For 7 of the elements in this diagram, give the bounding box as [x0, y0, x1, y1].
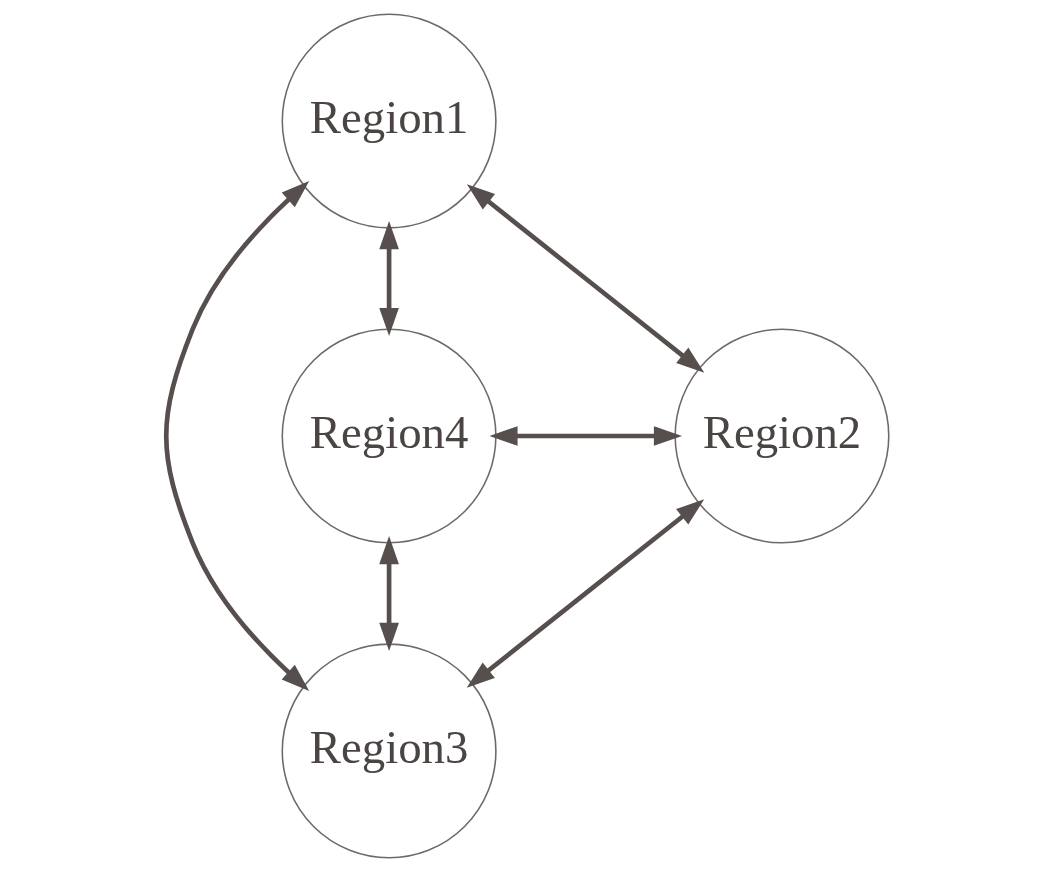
arrow [488, 426, 682, 446]
arrow [378, 221, 399, 337]
arrow [378, 536, 399, 651]
arrow [163, 181, 309, 691]
arrow [466, 499, 704, 688]
arrow [466, 184, 704, 373]
node-circle: Region4 [281, 328, 497, 544]
